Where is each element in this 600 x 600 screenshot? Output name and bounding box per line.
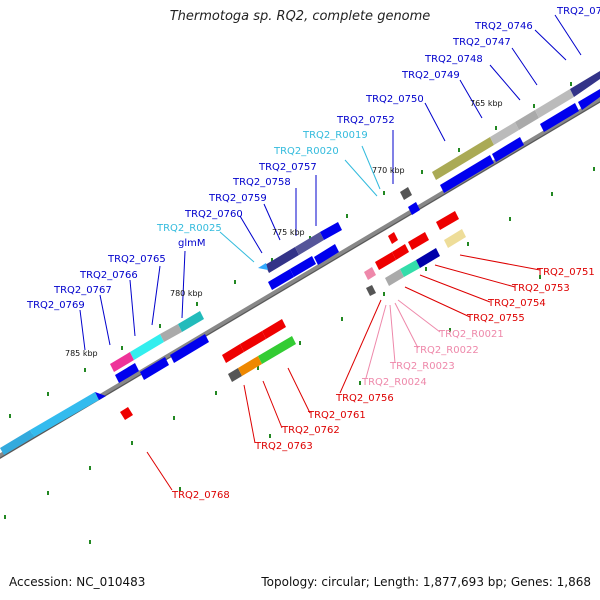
rna-label[interactable]: TRQ2_R0020 (273, 146, 339, 157)
gene-label[interactable]: TRQ2_0752 (336, 115, 395, 126)
gene-label[interactable]: TRQ2_0769 (26, 300, 85, 311)
rna-label[interactable]: TRQ2_R0024 (361, 377, 427, 388)
gene-label[interactable]: TRQ2_0763 (254, 441, 313, 452)
accession-label: Accession: NC_010483 (9, 575, 146, 589)
gene-label[interactable]: TRQ2_0762 (281, 425, 340, 436)
forward-genes (0, 71, 600, 455)
rna-label[interactable]: TRQ2_R0021 (438, 329, 504, 340)
gene-label[interactable]: TRQ2_0747 (452, 37, 511, 48)
gene-label[interactable]: TRQ2_0750 (365, 94, 424, 105)
rna-label[interactable]: TRQ2_R0023 (389, 361, 455, 372)
gene-label[interactable]: TRQ2_0765 (107, 254, 166, 265)
map-title: Thermotoga sp. RQ2, complete genome (169, 9, 431, 24)
gene-label[interactable]: TRQ2_0758 (232, 177, 291, 188)
scale-label-775: 775 kbp (272, 228, 305, 237)
gene-label[interactable]: TRQ2_0751 (536, 267, 595, 278)
gene-label[interactable]: TRQ2_0760 (184, 209, 243, 220)
scale-label-780: 780 kbp (170, 289, 203, 298)
gene-label[interactable]: TRQ2_0746 (474, 21, 533, 32)
rna-label[interactable]: TRQ2_R0022 (413, 345, 479, 356)
gene-label[interactable]: TRQ2_0767 (53, 285, 112, 296)
reverse-genes (120, 211, 466, 420)
gene-label[interactable]: TRQ2_0759 (208, 193, 267, 204)
gene-label[interactable]: TRQ2_0756 (335, 393, 394, 404)
gene-label[interactable]: TRQ2_0745 (556, 6, 600, 17)
leader-lines (79, 14, 582, 491)
gene-label[interactable]: TRQ2_0755 (466, 313, 525, 324)
gene-label[interactable]: glmM (178, 238, 206, 249)
rna-label[interactable]: TRQ2_R0025 (156, 223, 222, 234)
genome-summary: Topology: circular; Length: 1,877,693 bp… (261, 575, 591, 589)
gene-label[interactable]: TRQ2_0766 (79, 270, 138, 281)
gene-label[interactable]: TRQ2_0757 (258, 162, 317, 173)
gene-label[interactable]: TRQ2_0753 (511, 283, 570, 294)
rna-label[interactable]: TRQ2_R0019 (302, 130, 368, 141)
scale-label-770: 770 kbp (372, 166, 405, 175)
gene-label[interactable]: TRQ2_0749 (401, 70, 460, 81)
gene-label[interactable]: TRQ2_0768 (171, 490, 230, 501)
gene-label[interactable]: TRQ2_0754 (487, 298, 546, 309)
gene-label[interactable]: TRQ2_0761 (307, 410, 366, 421)
scale-label-785: 785 kbp (65, 349, 98, 358)
gene-label[interactable]: TRQ2_0748 (424, 54, 483, 65)
scale-label-765: 765 kbp (470, 99, 503, 108)
